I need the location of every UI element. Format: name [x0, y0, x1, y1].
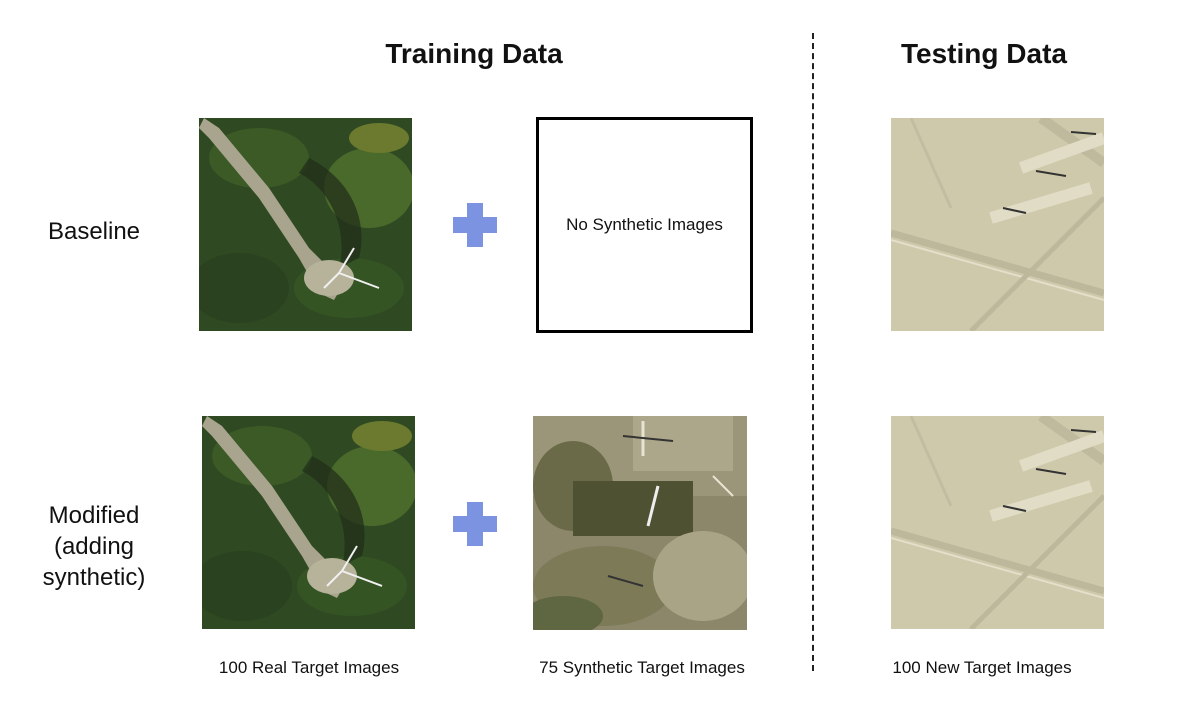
row-label-modified-line-2: (adding [53, 533, 135, 560]
section-divider [812, 33, 814, 671]
caption-real-images: 100 Real Target Images [218, 658, 400, 677]
real-target-image-modified [202, 416, 415, 629]
synthetic-aerial-image [533, 416, 747, 630]
desert-aerial-image [891, 416, 1104, 629]
caption-testing-images: 100 New Target Images [892, 658, 1072, 677]
row-label-modified-line-3: synthetic) [42, 564, 146, 591]
row-label-baseline: Baseline [47, 218, 141, 245]
testing-image-modified [891, 416, 1104, 629]
forest-aerial-image [199, 118, 412, 331]
row-label-modified: Modified (adding synthetic) [24, 500, 164, 593]
plus-icon [453, 203, 497, 247]
testing-data-title: Testing Data [901, 38, 1067, 69]
no-synthetic-text: No Synthetic Images [566, 215, 723, 234]
forest-aerial-image [202, 416, 415, 629]
row-label-modified-line-1: Modified [48, 502, 140, 529]
plus-icon [453, 502, 497, 546]
testing-image-baseline [891, 118, 1104, 331]
desert-aerial-image [891, 118, 1104, 331]
caption-synthetic-images: 75 Synthetic Target Images [539, 658, 745, 677]
real-target-image-baseline [199, 118, 412, 331]
synthetic-target-image [533, 416, 747, 630]
no-synthetic-placeholder: No Synthetic Images [536, 117, 753, 333]
training-data-title: Training Data [385, 38, 563, 69]
